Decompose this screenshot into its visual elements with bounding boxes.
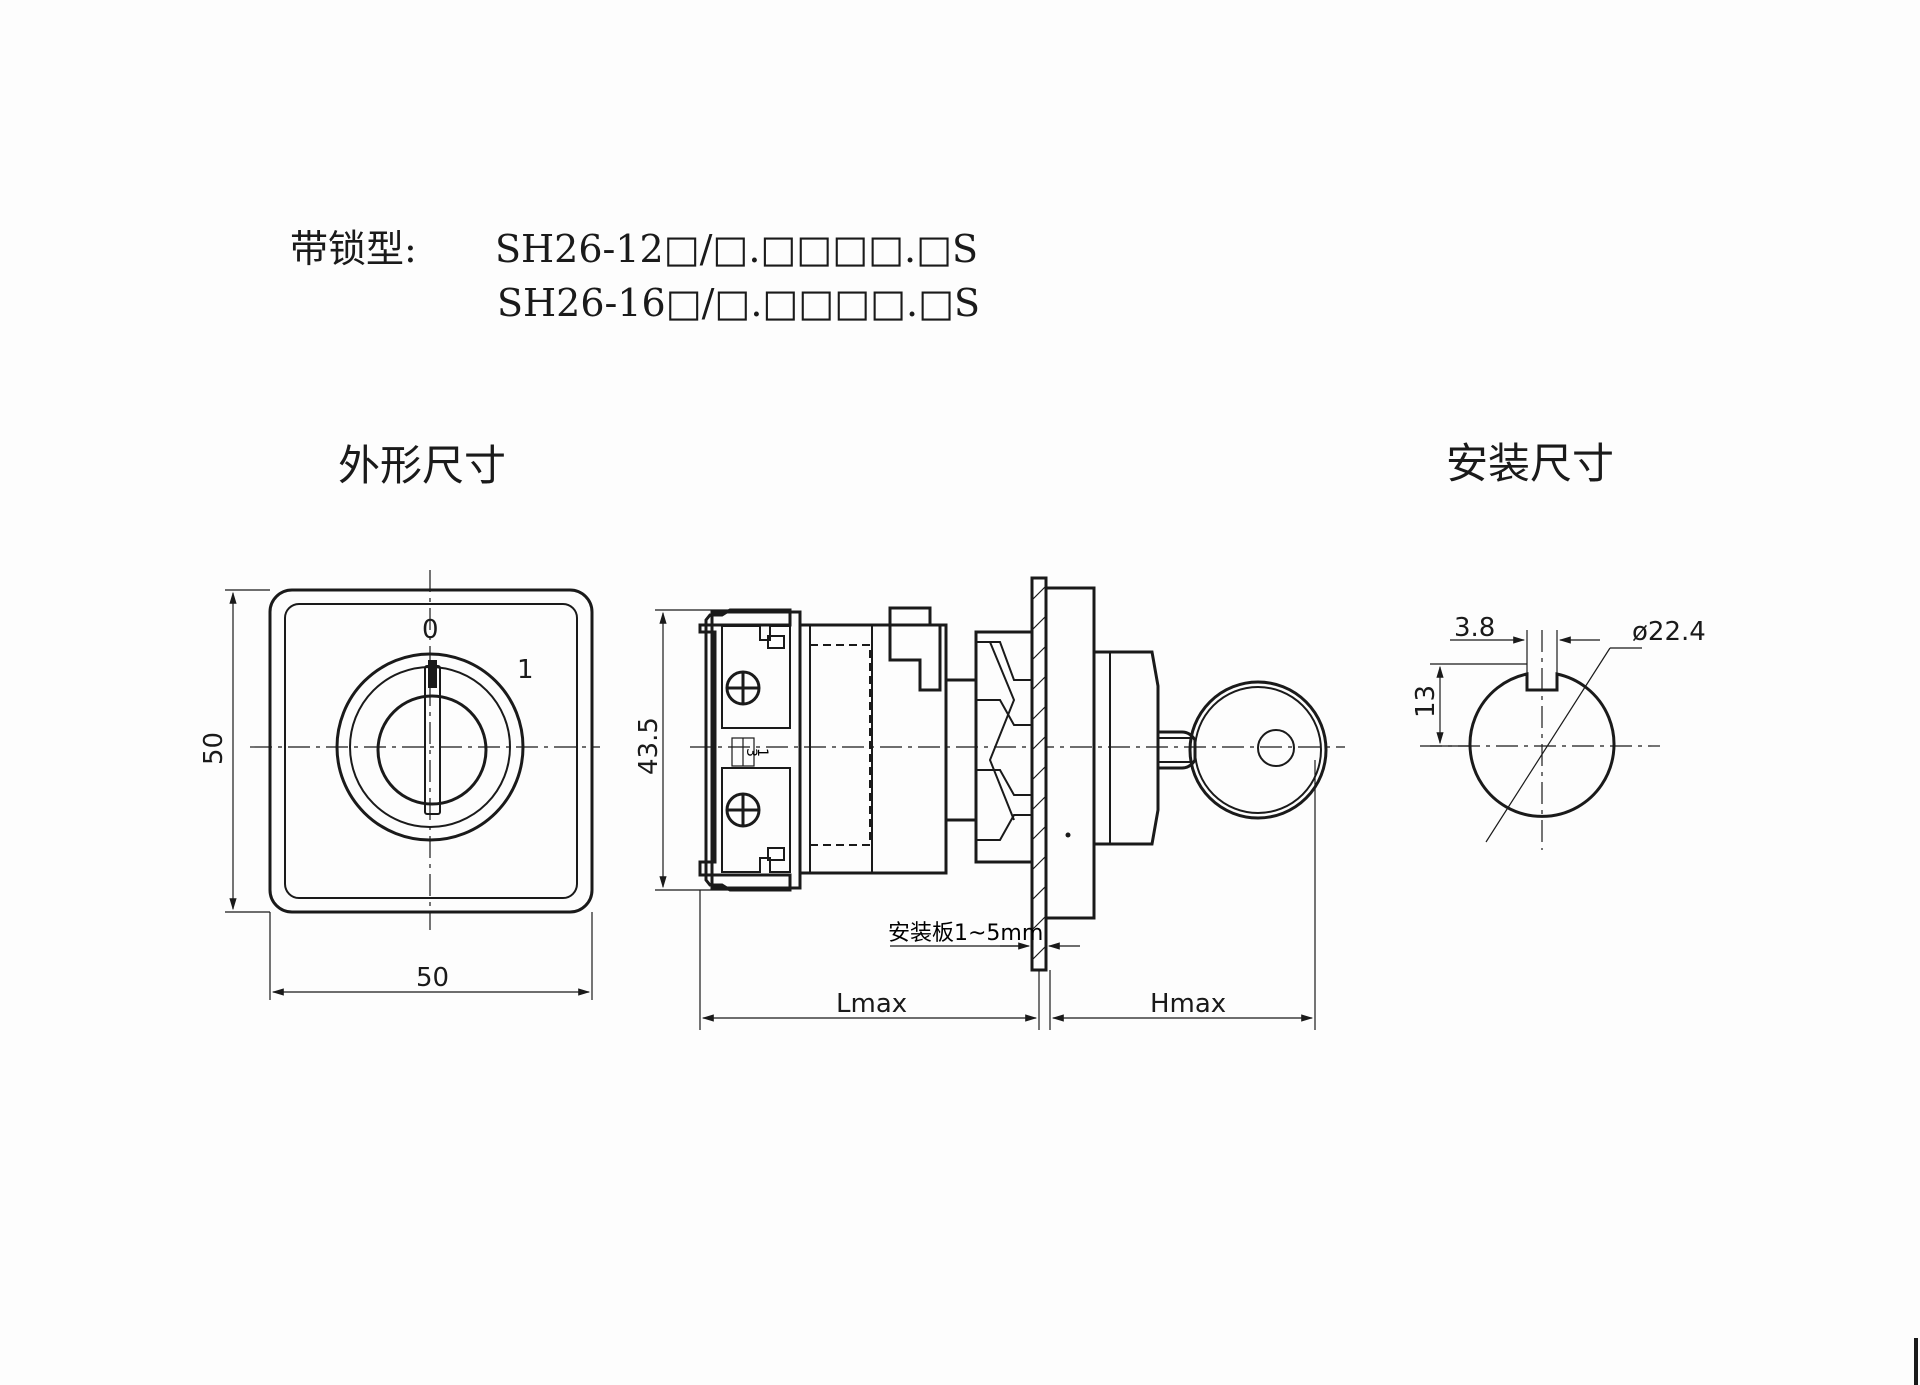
outline-dimensions-title: 外形尺寸 [338,441,506,490]
lock-ring-outer [335,652,525,842]
side-view: 43.5 1 3 [634,576,1345,1030]
front-bezel-inner [284,603,578,899]
key-head-inner [1194,686,1322,814]
page-edge-mark [1914,1338,1918,1385]
lock-cylinder-body [1092,650,1160,846]
lock-type-label: 带锁型: [290,227,417,271]
diameter-leader [1485,647,1611,843]
front-view: 0 1 50 50 [199,570,600,1000]
diameter-label: ø22.4 [1632,617,1706,647]
hmax-label: Hmax [1150,989,1226,1019]
panel-hatching [1031,585,1047,961]
panel-mark-dot [1065,832,1071,838]
front-bezel-outer [268,588,594,914]
lower-terminal-clip [767,847,785,861]
upper-terminal-cell [721,625,791,729]
lower-terminal-cell [721,767,791,873]
terminal-number-bottom: 3 [743,748,759,757]
terminal-block-outline [698,608,792,892]
switch-body-hidden-feature [809,644,871,846]
panel-cutout-outline [1468,672,1616,818]
offset-label: 13 [1411,685,1441,718]
position-label-1: 1 [517,655,534,685]
terminal-number-top: 1 [754,748,770,757]
bezel-rib-4 [976,814,1032,841]
key-slot-marker [428,660,437,688]
mount-cutout-view: ø22.4 3.8 13 [1411,613,1706,850]
key-ring-hole [1257,729,1295,767]
bezel-rib-1 [976,641,1032,681]
position-label-0: 0 [422,615,439,645]
dim-height-label: 50 [199,732,229,765]
mounting-panel [1030,576,1048,972]
key-shank-grooves [1158,737,1192,763]
bezel-rib-3 [976,769,1032,796]
front-flange [1044,586,1096,920]
dim-width-label: 50 [416,963,449,993]
top-latch [888,606,942,692]
key-head [1188,680,1328,820]
model-16: SH26-16□/□.□□□□.□S [497,281,980,325]
panel-thickness-label: 安装板1~5mm [888,921,1043,946]
installation-dimensions-title: 安装尺寸 [1446,439,1614,488]
lock-cylinder [376,694,488,806]
model-12: SH26-12□/□.□□□□.□S [495,227,978,271]
upper-terminal-clip [767,635,785,649]
keywidth-label: 3.8 [1454,613,1495,643]
bezel-rib-2 [976,699,1032,726]
drive-shaft [944,678,978,822]
key-slot [424,665,441,815]
bezel-zigzag [988,641,1016,821]
side-dim-height-label: 43.5 [634,717,664,775]
lmax-label: Lmax [836,989,907,1019]
